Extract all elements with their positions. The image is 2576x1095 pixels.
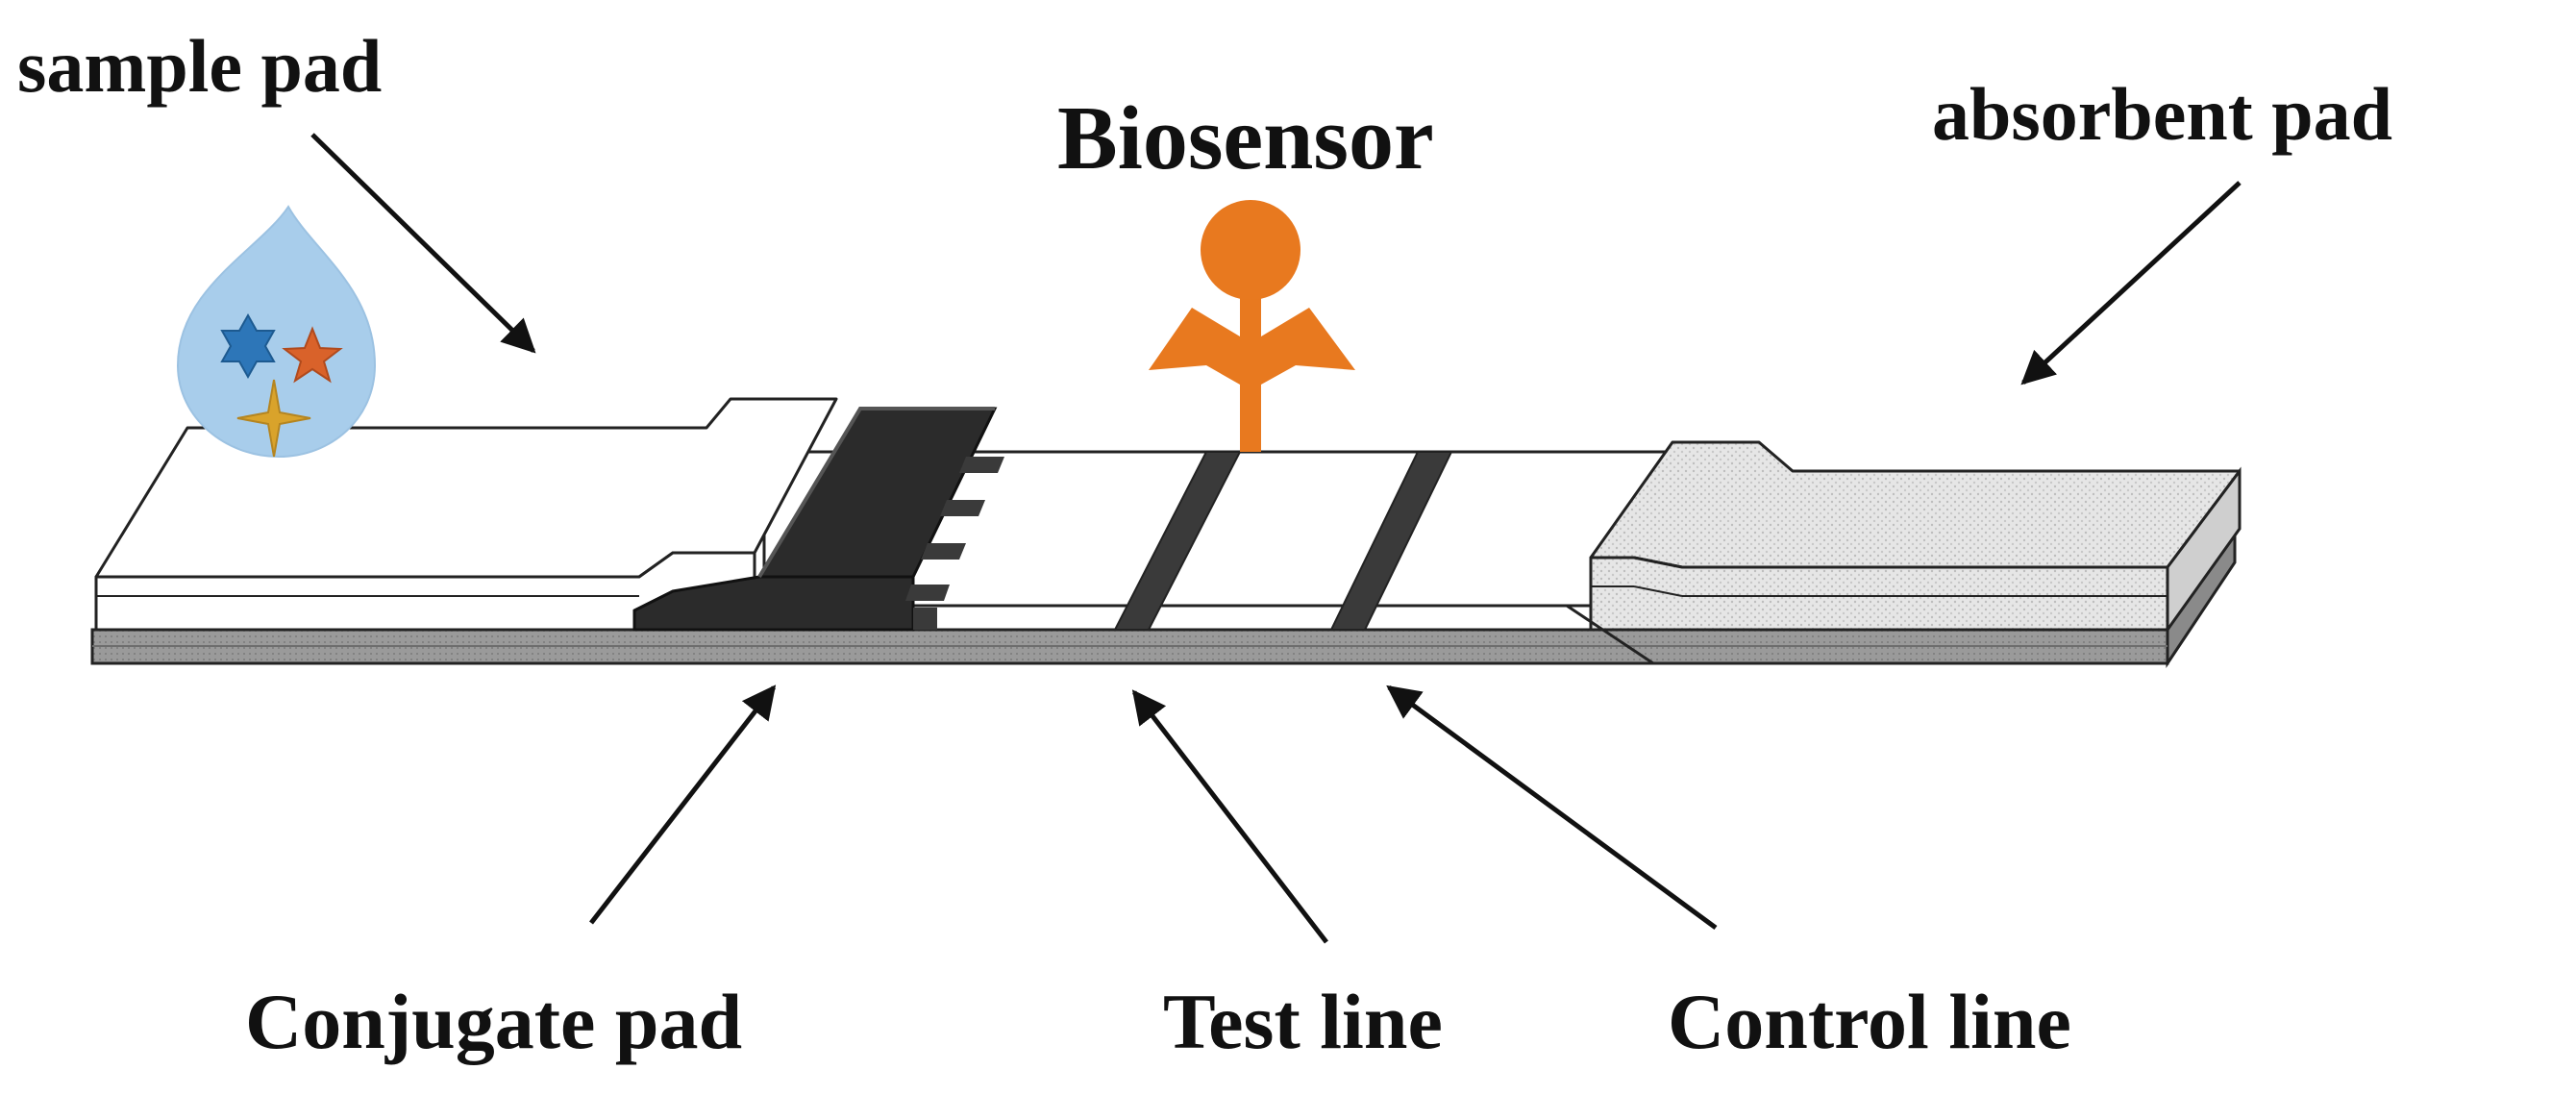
label-sample-pad: sample pad — [17, 24, 382, 108]
backing-card — [90, 524, 2237, 668]
arrow-absorbent-pad — [2020, 181, 2242, 386]
test-line — [1113, 451, 1242, 631]
arrow-sample-pad — [310, 133, 536, 354]
arrow-conjugate-pad — [589, 684, 777, 925]
conjugate-pad — [632, 407, 998, 632]
label-control-line: Control line — [1668, 978, 2071, 1065]
droplet-icon — [176, 205, 377, 459]
label-test-line: Test line — [1163, 978, 1443, 1065]
absorbent-pad — [1566, 440, 2242, 665]
release-zone — [905, 457, 1004, 630]
label-biosensor: Biosensor — [1057, 88, 1434, 188]
blue-star-icon — [220, 312, 276, 380]
arrows — [310, 133, 2242, 944]
arrow-control-line — [1386, 684, 1718, 931]
label-absorbent-pad: absorbent pad — [1932, 72, 2392, 156]
gold-sparkle-icon — [236, 379, 311, 458]
control-line — [1329, 451, 1453, 631]
membrane — [762, 450, 1675, 632]
arrow-test-line — [1131, 689, 1328, 944]
biosensor-icon — [1149, 200, 1355, 452]
label-conjugate-pad: Conjugate pad — [245, 978, 742, 1065]
orange-star-icon — [282, 326, 343, 384]
